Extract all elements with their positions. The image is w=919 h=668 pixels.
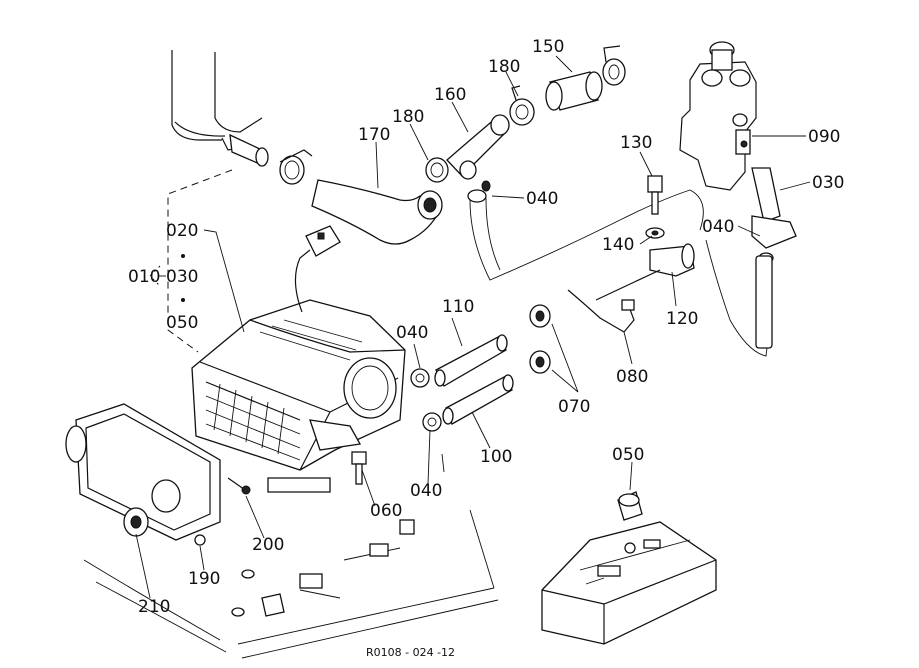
part-label: 100 — [480, 447, 512, 467]
drain-cock-030 — [751, 167, 797, 264]
pipe-100 — [442, 374, 514, 425]
bolt-060 — [351, 451, 367, 485]
part-label: 060 — [370, 501, 402, 521]
hose-clamp-180-right — [509, 85, 535, 126]
part-label: 210 — [138, 597, 170, 617]
water-hose-loop — [467, 180, 769, 357]
part-label: 120 — [666, 309, 698, 329]
pipe-160 — [446, 114, 510, 180]
hose-170 — [311, 179, 443, 245]
separator-dot — [181, 298, 185, 302]
hose-clamp-180-left — [425, 157, 449, 183]
knob-050 — [617, 491, 643, 521]
control-console — [541, 521, 717, 645]
hose-150 — [545, 71, 603, 111]
part-label: 030 — [812, 173, 844, 193]
hose-clamp-right-top — [602, 45, 626, 86]
part-label: 200 — [252, 535, 284, 555]
part-label: 140 — [602, 235, 634, 255]
pipe-clamp-040-upper — [410, 368, 430, 388]
engine-block — [171, 50, 269, 167]
reference-code: R0108 - 024 -12 — [366, 646, 455, 659]
grommet-070-upper — [529, 304, 551, 328]
part-label: 180 — [392, 107, 424, 127]
part-label: 010 — [128, 267, 160, 287]
drain-hose — [755, 255, 773, 349]
pipe-clamp-040-lower — [422, 412, 442, 432]
heater-unit — [191, 299, 406, 493]
floor-plate — [83, 509, 499, 659]
part-label: 160 — [434, 85, 466, 105]
part-label: 040 — [702, 217, 734, 237]
part-label: 070 — [558, 397, 590, 417]
part-label: 110 — [442, 297, 474, 317]
part-label: 080 — [616, 367, 648, 387]
leader-lines — [135, 55, 811, 599]
part-label: 030 — [166, 267, 198, 287]
hose-clamp-left — [279, 149, 313, 185]
bolt-130 — [647, 175, 663, 215]
separator-dot — [181, 254, 185, 258]
part-label: 050 — [166, 313, 198, 333]
washer-140 — [645, 227, 665, 239]
rod-080 — [567, 269, 661, 333]
part-label: 150 — [532, 37, 564, 57]
grommet-070-lower — [529, 350, 551, 374]
pipe-110 — [434, 334, 508, 387]
part-label: 040 — [410, 481, 442, 501]
screw-200 — [227, 477, 251, 495]
air-duct-cover — [65, 403, 221, 546]
valve-assembly — [679, 41, 757, 191]
bracket-120 — [649, 243, 695, 277]
part-label: 050 — [612, 445, 644, 465]
part-label: 190 — [188, 569, 220, 589]
part-label: 040 — [396, 323, 428, 343]
part-label: 130 — [620, 133, 652, 153]
part-label: 090 — [808, 127, 840, 147]
group-bracket — [149, 169, 233, 353]
part-label: 180 — [488, 57, 520, 77]
valve-fitting-090 — [732, 113, 751, 155]
part-label: 170 — [358, 125, 390, 145]
part-label: 020 — [166, 221, 198, 241]
part-label: 040 — [526, 189, 558, 209]
wire-harness — [294, 225, 341, 313]
